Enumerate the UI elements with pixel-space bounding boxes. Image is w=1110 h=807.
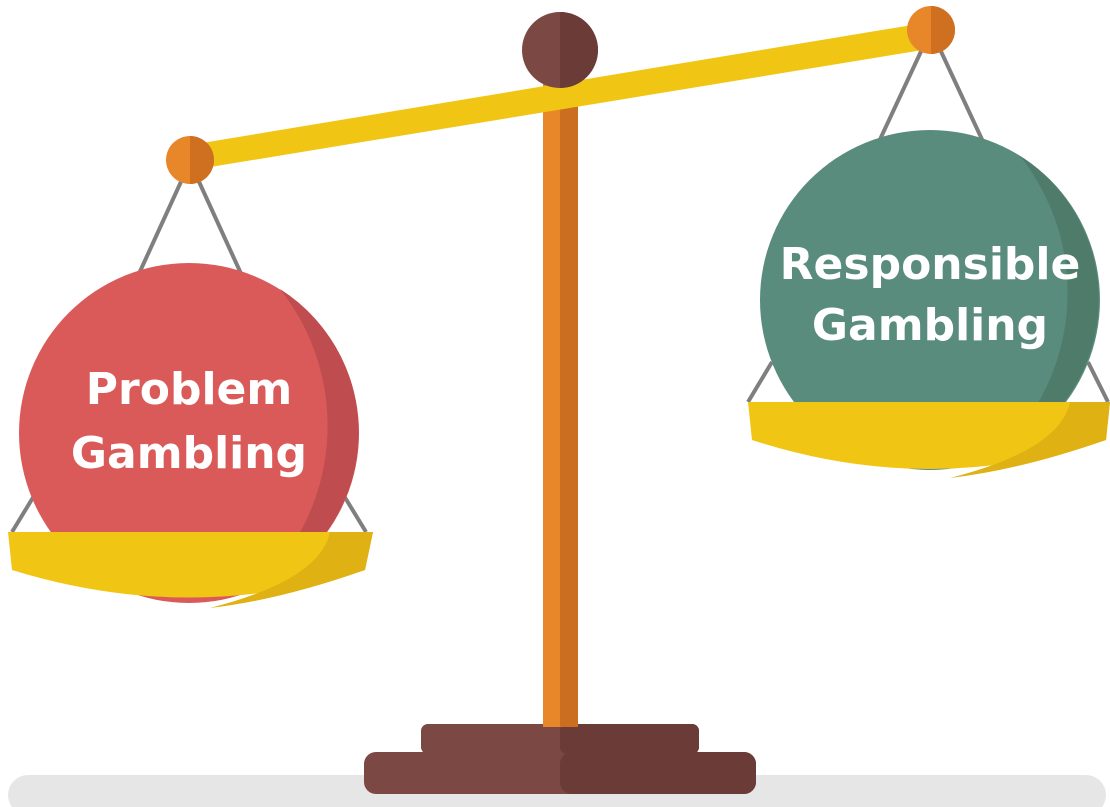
- weight-label-line2: Gambling: [71, 428, 307, 479]
- responsible-gambling-weight: Responsible Gambling: [760, 130, 1100, 470]
- left-pivot: [166, 136, 214, 184]
- right-pan-assembly: Responsible Gambling: [746, 6, 1110, 478]
- weight-label-line1: Problem: [86, 364, 292, 415]
- weight-label-line1: Responsible: [780, 239, 1081, 290]
- scale-top-knob: [522, 12, 598, 88]
- left-pan: [8, 532, 373, 608]
- left-pan-assembly: Problem Gambling: [8, 136, 373, 608]
- right-string: [1086, 361, 1110, 403]
- scale-beam: [190, 22, 935, 170]
- right-pan: [748, 402, 1110, 478]
- weight-label-line2: Gambling: [812, 300, 1048, 351]
- right-pivot: [907, 6, 955, 54]
- problem-gambling-weight: Problem Gambling: [19, 263, 359, 603]
- right-string: [746, 360, 774, 404]
- scale-post: [543, 82, 578, 727]
- scale-base: [364, 724, 756, 794]
